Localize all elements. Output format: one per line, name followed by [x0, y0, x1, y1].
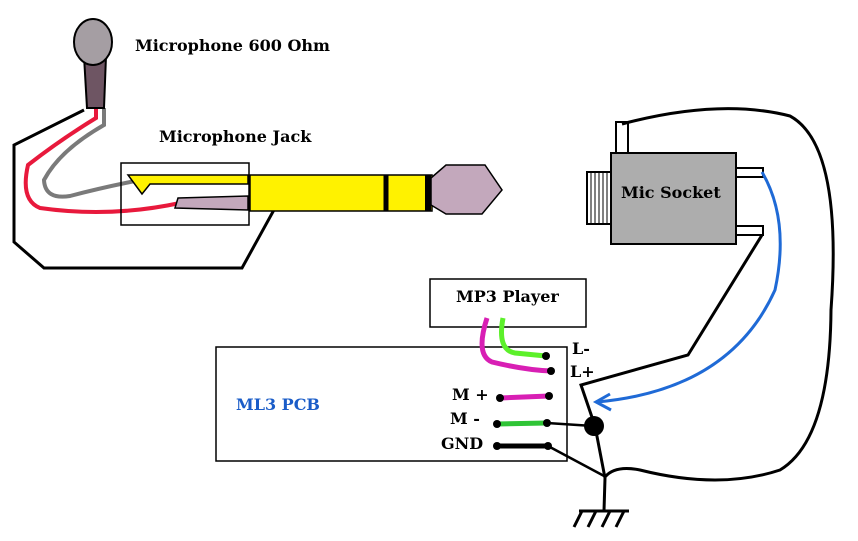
jack-label: Microphone Jack [159, 127, 312, 146]
gnd-to-ground [547, 444, 607, 479]
m-plus-label: M + [452, 385, 489, 404]
jack-tip-lug [126, 174, 249, 196]
mic-outer-wire [12, 108, 277, 270]
jack-plug-tip [430, 164, 503, 215]
socket-body [610, 152, 737, 245]
socket-to-junction-wire [579, 234, 764, 479]
pcb-label: ML3 PCB [236, 395, 320, 414]
magenta-mp3-wire [479, 317, 552, 374]
socket-label: Mic Socket [621, 183, 721, 202]
jack-housing [120, 162, 250, 226]
mp3-player-box [429, 278, 587, 328]
gnd-label: GND [441, 434, 483, 453]
socket-ground-loop [603, 107, 835, 482]
m-plus-wire [499, 393, 550, 401]
jack-plug-body [249, 174, 433, 212]
red-wire [23, 108, 181, 214]
blue-wire [596, 171, 782, 404]
gray-wire [41, 108, 141, 199]
l-plus-label: L+ [570, 362, 595, 381]
pcb-box [215, 346, 568, 462]
m-minus-label: M - [450, 409, 480, 428]
microphone-label: Microphone 600 Ohm [135, 36, 330, 55]
socket-pin-lower [735, 225, 764, 236]
socket-pin-upper [735, 167, 764, 178]
m-minus-wire [496, 420, 548, 427]
pcb-pads [493, 352, 555, 450]
l-minus-label: L- [572, 339, 590, 358]
blue-arrowhead [592, 392, 612, 412]
mp3-player-label: MP3 Player [456, 287, 559, 306]
socket-connector-ribs [590, 172, 608, 224]
mic-head [73, 18, 113, 66]
socket-top-tab [615, 121, 629, 155]
jack-sleeve-lug [174, 195, 249, 211]
junction-dot [584, 416, 604, 436]
ground-symbol [572, 477, 629, 528]
lime-mp3-wire [499, 317, 547, 359]
